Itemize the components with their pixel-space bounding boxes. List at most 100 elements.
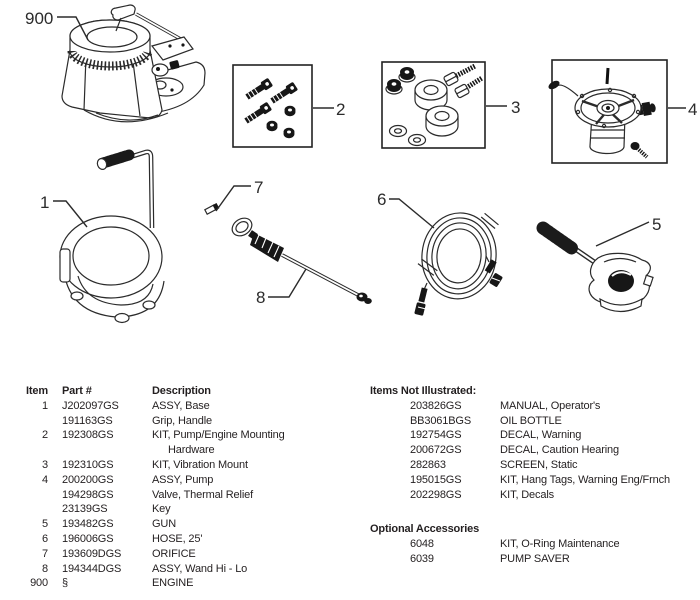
desc-cell: Valve, Thermal Relief	[152, 488, 253, 501]
part-cell: 192308GS	[62, 429, 114, 442]
part-cell: 192310GS	[62, 458, 114, 471]
callout-3-label: 3	[511, 98, 520, 117]
part-cell: 193482GS	[62, 518, 114, 531]
callout-3: 3	[486, 98, 520, 117]
table-row: 4 200200GS ASSY, Pump	[10, 473, 358, 488]
callout-1-label: 1	[40, 193, 49, 212]
base-handle-illustration	[59, 149, 165, 324]
wand-illustration	[231, 217, 372, 304]
callout-900-label: 900	[25, 9, 53, 28]
item-cell: 2	[42, 429, 48, 442]
list-item: 192754GS DECAL, Warning	[410, 428, 696, 443]
callout-2: 2	[313, 100, 345, 119]
item-cell: 5	[42, 518, 48, 531]
item-cell: 4	[42, 473, 48, 486]
mounting-hardware-box	[232, 64, 313, 148]
part-cell: 23139GS	[62, 503, 108, 516]
table-row: 8 194344DGS ASSY, Wand Hi - Lo	[10, 562, 358, 577]
list-item: 203826GS MANUAL, Operator's	[410, 399, 696, 414]
callout-6: 6	[377, 190, 435, 229]
item-cell: 6	[42, 532, 48, 545]
hose-fittings	[414, 255, 503, 316]
gun-illustration	[536, 221, 654, 313]
desc-cell: Key	[152, 503, 171, 516]
callout-7: 7	[215, 178, 263, 212]
list-item: 202298GS KIT, Decals	[410, 488, 696, 503]
table-row: Hardware	[10, 443, 358, 458]
part-cell: 196006GS	[62, 532, 114, 545]
part-cell: 202298GS	[410, 488, 462, 501]
nut	[266, 120, 278, 132]
callout-5: 5	[595, 215, 661, 247]
table-row: 900§ENGINE	[10, 576, 358, 591]
nut	[283, 127, 295, 139]
table-row: 23139GS Key	[10, 502, 358, 517]
desc-cell: OIL BOTTLE	[500, 414, 562, 427]
callout-900: 900	[25, 9, 89, 41]
pump-box	[548, 59, 668, 164]
callout-4-label: 4	[688, 100, 697, 119]
desc-cell: ASSY, Pump	[152, 473, 214, 486]
table-row: 7 193609DGS ORIFICE	[10, 547, 358, 562]
item-cell	[10, 502, 48, 517]
parts-table-header: Item Part # Description	[10, 384, 358, 399]
callout-7-label: 7	[254, 178, 263, 197]
item-cell	[10, 414, 48, 429]
list-item: BB3061BGS OIL BOTTLE	[410, 414, 696, 429]
item-cell: 8	[42, 562, 48, 575]
callout-1: 1	[40, 193, 88, 228]
desc-cell: PUMP SAVER	[500, 552, 570, 565]
desc-cell: DECAL, Warning	[500, 429, 582, 442]
callout-4: 4	[668, 100, 697, 119]
part-cell: 6048	[410, 538, 434, 551]
exploded-parts-diagram: 900 1	[25, 4, 697, 324]
hose-illustration	[417, 212, 499, 300]
item-cell	[10, 443, 48, 458]
desc-cell: ORIFICE	[152, 547, 196, 560]
part-cell: 200672GS	[410, 444, 462, 457]
desc-cell: ASSY, Wand Hi - Lo	[152, 562, 248, 575]
desc-cell: Grip, Handle	[152, 414, 212, 427]
part-cell	[62, 443, 138, 458]
nut	[284, 105, 296, 117]
part-cell: 200200GS	[62, 473, 114, 486]
desc-cell: KIT, O-Ring Maintenance	[500, 538, 620, 551]
desc-cell: KIT, Pump/Engine Mounting	[152, 429, 285, 442]
desc-cell: KIT, Vibration Mount	[152, 458, 248, 471]
part-cell: 194344DGS	[62, 562, 122, 575]
desc-cell: ASSY, Base	[152, 399, 210, 412]
part-cell: 6039	[410, 552, 434, 565]
engine-illustration	[61, 4, 206, 123]
part-cell: BB3061BGS	[410, 414, 472, 427]
item-cell: 7	[42, 547, 48, 560]
table-row: 2 192308GS KIT, Pump/Engine Mounting	[10, 428, 358, 443]
part-cell: 195015GS	[410, 473, 462, 486]
item-cell: 900	[30, 577, 48, 590]
desc-cell: KIT, Decals	[500, 488, 554, 501]
list-item: 6039 PUMP SAVER	[410, 552, 696, 567]
part-cell: 192754GS	[410, 429, 462, 442]
part-cell: 193609DGS	[62, 547, 122, 560]
header-description: Description	[152, 385, 211, 397]
item-cell: 3	[42, 458, 48, 471]
table-row: 3 192310GS KIT, Vibration Mount	[10, 458, 358, 473]
desc-cell: HOSE, 25'	[152, 532, 203, 545]
callout-5-label: 5	[652, 215, 661, 234]
part-cell: 191163GS	[62, 414, 113, 427]
callout-2-label: 2	[336, 100, 345, 119]
not-illustrated-title: Items Not Illustrated:	[370, 385, 477, 397]
table-row: 6 196006GS HOSE, 25'	[10, 532, 358, 547]
callout-6-label: 6	[377, 190, 386, 209]
vibration-mount-box	[381, 61, 486, 149]
desc-cell: MANUAL, Operator's	[500, 399, 601, 412]
part-cell: 203826GS	[410, 399, 462, 412]
optional-accessories-title: Optional Accessories	[370, 523, 480, 536]
desc-cell: Hardware	[168, 444, 215, 457]
